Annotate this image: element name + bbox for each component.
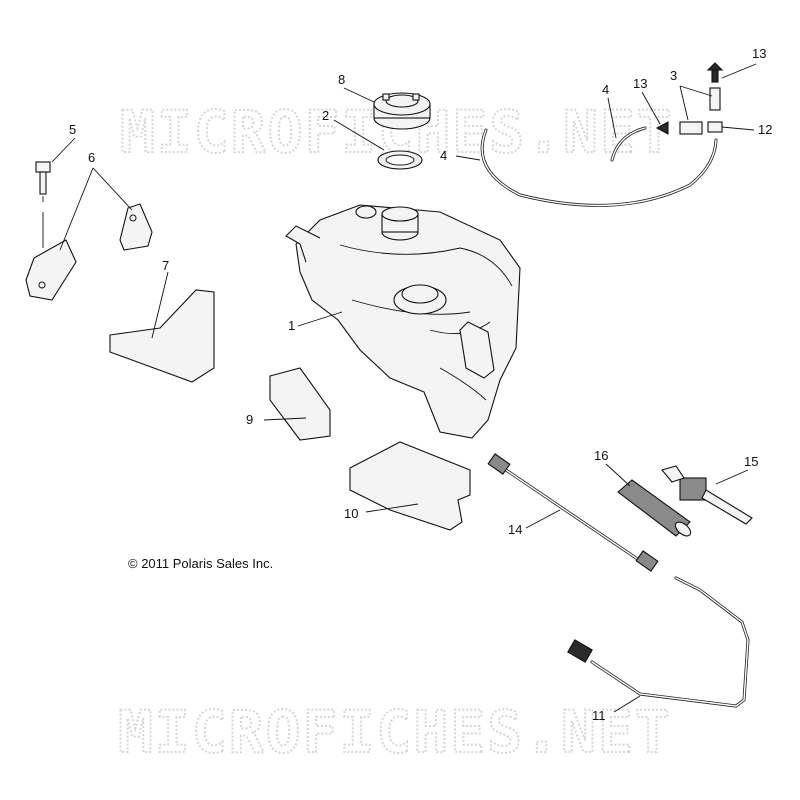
pad-small-part <box>269 367 331 441</box>
leader-lines <box>51 63 757 713</box>
vent-fittings-part <box>655 62 724 135</box>
callout-2: 2 <box>322 108 329 123</box>
callout-4-upper: 4 <box>602 82 609 97</box>
gasket-part <box>377 150 423 170</box>
bolt-part <box>35 161 51 248</box>
pad-part <box>109 289 215 383</box>
fuel-line-part <box>487 453 659 572</box>
clamp-part <box>661 465 753 525</box>
callout-15: 15 <box>744 454 758 469</box>
long-fuel-line-part <box>567 576 750 708</box>
fuel-tank-part <box>285 204 521 439</box>
callout-14: 14 <box>508 522 522 537</box>
callout-10: 10 <box>344 506 358 521</box>
copyright-notice: © 2011 Polaris Sales Inc. <box>128 556 273 571</box>
callout-6: 6 <box>88 150 95 165</box>
callout-8: 8 <box>338 72 345 87</box>
callout-13-right: 13 <box>752 46 766 61</box>
callout-9: 9 <box>246 412 253 427</box>
vent-hose-part <box>480 126 718 207</box>
callout-5: 5 <box>69 122 76 137</box>
callout-7: 7 <box>162 258 169 273</box>
fuel-cap-part <box>373 92 431 130</box>
callout-16: 16 <box>594 448 608 463</box>
callout-13-left: 13 <box>633 76 647 91</box>
watermark-bottom: MICROFICHES.NET <box>118 698 672 766</box>
callout-12: 12 <box>758 122 772 137</box>
bracket-part <box>25 203 153 301</box>
callout-11: 11 <box>592 708 606 723</box>
callouts: 1 2 3 4 4 5 6 7 8 9 10 11 12 13 13 14 15… <box>69 46 772 723</box>
callout-1: 1 <box>288 318 295 333</box>
callout-3: 3 <box>670 68 677 83</box>
pad-large-part <box>349 441 471 531</box>
callout-4-lower: 4 <box>440 148 447 163</box>
